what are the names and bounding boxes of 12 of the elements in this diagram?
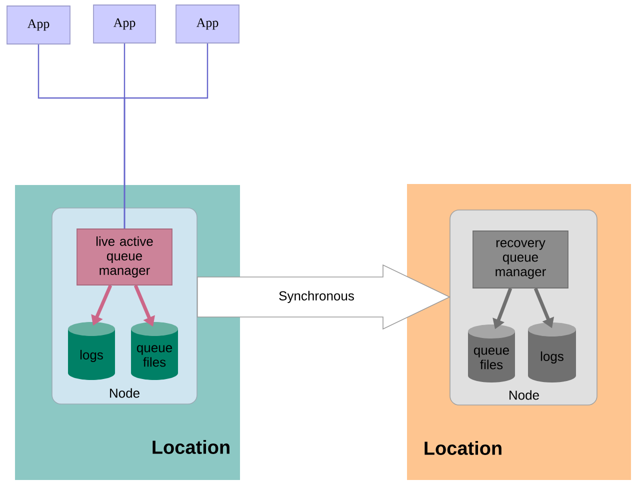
queue-manager-box: recovery queue manager [472,230,568,288]
app-box: App [93,4,156,44]
connector-line [124,43,208,229]
queue-manager-box: live active queue manager [76,228,172,286]
database-cylinder: queue files [131,322,178,380]
database-cylinder: logs [68,322,115,380]
block-arrow [197,264,451,330]
database-cylinder: queue files [468,324,515,382]
database-cylinder: logs [528,322,576,382]
app-box: App [176,4,240,44]
app-box: App [6,6,70,44]
edge-label: Synchronous [277,289,356,305]
